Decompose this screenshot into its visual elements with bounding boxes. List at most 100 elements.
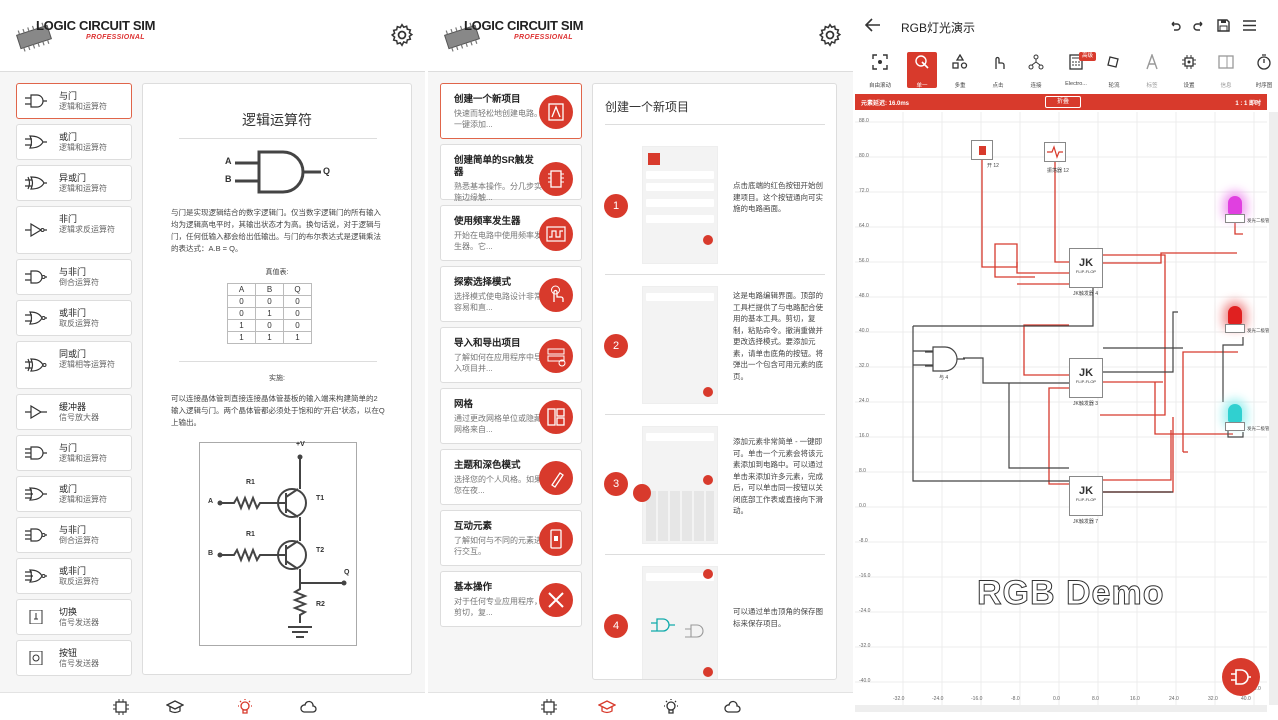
multi-select-icon [952,53,968,69]
cloud-icon[interactable] [299,698,317,716]
sim-speed-text[interactable]: 1 : 1 即时 [1235,101,1261,107]
tool-info[interactable]: 信息 [1211,52,1241,89]
placeholder-bar [646,199,714,207]
gate-item-nand-3[interactable]: 与非门倒合运算符 [16,517,132,553]
lightbulb-icon[interactable] [236,698,254,716]
gate-item-or-3[interactable]: 或门逻辑和运算符 [16,476,132,512]
step-text: 添加元素非常简单 - 一键即可。单击一个元素会将该元素添加到电路中。可以通过单击… [733,437,823,515]
and-gate-component[interactable] [925,346,965,372]
led-label: 发光二极管 3 [1247,426,1274,431]
gate-item-nand[interactable]: 与非门倒合运算符 [16,259,132,295]
free-scroll-icon [872,54,888,70]
switch-icon [29,610,43,624]
lightbulb-icon[interactable] [662,698,680,716]
premium-badge: 高级 [1079,52,1097,61]
tutorial-item[interactable]: 导入和导出项目了解如何在应用程序中导入项目并... [440,327,582,383]
tool-connect[interactable]: 连接 [1021,52,1051,89]
grid-lines [855,112,1267,705]
tutorial-item[interactable]: 基本操作对于任何专业应用程序，剪切，复... [440,571,582,627]
gate-item-nor-3[interactable]: 或非门取反运算符 [16,558,132,594]
led-magenta[interactable] [1228,196,1242,214]
chip-nav-icon[interactable] [112,698,130,716]
placeholder-bar [646,573,714,581]
gate-detail-card: 逻辑运算符 A B Q 与门是实现逻辑结合的数字逻辑门。仅当数字逻辑门的所有输入… [142,83,412,675]
tutorial-item[interactable]: 使用频率发生器开始在电路中使用频率发生器。它... [440,205,582,261]
settings-gear-icon[interactable] [389,22,415,48]
x-tick: -8.0 [1011,696,1020,702]
tutorial-item[interactable]: 探索选择模式选择模式使电路设计非常容易和直... [440,266,582,322]
tool-timing[interactable]: 时序图 [1249,52,1278,89]
menu-icon[interactable] [1243,20,1256,31]
gate-item-and[interactable]: 与门逻辑和运算符 [16,83,132,119]
gate-item-or[interactable]: 或门逻辑和运算符 [16,124,132,160]
undo-icon[interactable] [1169,20,1181,32]
tutorial-desc: 通过更改网格单位或隐藏网格来自... [454,414,542,434]
chip-nav-icon[interactable] [540,698,558,716]
gate-item-xor[interactable]: 异或门逻辑和运算符 [16,165,132,201]
horizontal-scrollbar[interactable] [855,705,1267,712]
gate-item-buffer[interactable]: 缓冲器信号放大器 [16,394,132,430]
led-cyan[interactable] [1228,404,1242,422]
vertical-scrollbar[interactable] [1269,112,1278,705]
tool-single-select[interactable]: 单一 [907,52,937,89]
jk-title: JK [1078,367,1094,379]
tutorial-item[interactable]: 互动元素了解如何与不同的元素进行交互。 [440,510,582,566]
x-tick: -24.0 [932,696,944,702]
add-element-button[interactable] [1222,658,1260,696]
led-base [1225,214,1245,223]
tutorial-item[interactable]: 创建简单的SR触发器熟悉基本操作。分几步实施边缘触... [440,144,582,202]
learn-cap-icon[interactable] [598,698,616,716]
gate-item-switch[interactable]: 切换信号发送器 [16,599,132,635]
x-tick: 16.0 [1130,696,1140,702]
connect-icon [1028,54,1044,70]
step-number: 2 [604,334,628,358]
led-base [1225,324,1245,333]
led-red[interactable] [1228,306,1242,324]
gate-item-nor[interactable]: 或非门取反运算符 [16,300,132,336]
tool-free-scroll[interactable]: 自由滚动 [865,52,895,89]
oscillator-component[interactable] [1044,142,1066,162]
tool-electronics[interactable]: Electro... [1061,52,1091,88]
and3-gate-icon [25,446,47,460]
gate-reference-screen: LOGIC CIRCUIT SIM PROFESSIONAL 与门逻辑和运算符 … [0,0,425,720]
gate-item-button[interactable]: 按钮信号发送器 [16,640,132,676]
or-gate-icon [25,135,47,149]
fab-dot [703,475,713,485]
tutorial-item[interactable]: 网格通过更改网格单位或隐藏网格来自... [440,388,582,444]
tool-label-text[interactable]: 标签 [1137,52,1167,89]
gate-item-and-3[interactable]: 与门逻辑和运算符 [16,435,132,471]
tool-rotate[interactable]: 轮流 [1099,52,1129,89]
table-cell: 0 [227,307,256,320]
settings-gear-icon[interactable] [817,22,843,48]
gate-item-xnor[interactable]: 同或门逻辑相等运算符 [16,341,132,389]
y-tick: 88.0 [859,118,869,124]
save-icon[interactable] [1217,19,1230,32]
tool-settings[interactable]: 设置 [1174,52,1204,89]
jk-label: JK触发器 7 [1073,519,1099,525]
nand3-gate-icon [25,528,47,542]
y-tick: 24.0 [859,398,869,404]
fab-dot [703,667,713,677]
cloud-icon[interactable] [723,698,741,716]
calculator-icon [1069,54,1083,70]
tool-click[interactable]: 点击 [983,52,1013,89]
nor3-gate-icon [25,569,47,583]
tool-label: 标签 [1146,83,1158,89]
tutorial-item[interactable]: 创建一个新项目快速而轻松地创建电路。一键添加... [440,83,582,139]
redo-icon[interactable] [1193,20,1205,32]
editor-top-bar: RGB灯光演示 [855,0,1278,48]
chip-settings-icon [1182,55,1196,69]
learn-cap-icon[interactable] [166,698,184,716]
y-tick: -24.0 [859,608,871,614]
tool-multi-select[interactable]: 多重 [945,52,975,89]
gate-item-not[interactable]: 非门逻辑求反运算符 [16,206,132,254]
switch-component[interactable] [971,140,993,160]
fold-button[interactable]: 折叠 [1045,96,1081,108]
back-arrow-icon[interactable] [865,18,881,32]
tutorial-item[interactable]: 主题和深色模式选择您的个人风格。如果您在夜... [440,449,582,505]
a-label: A [208,498,214,505]
